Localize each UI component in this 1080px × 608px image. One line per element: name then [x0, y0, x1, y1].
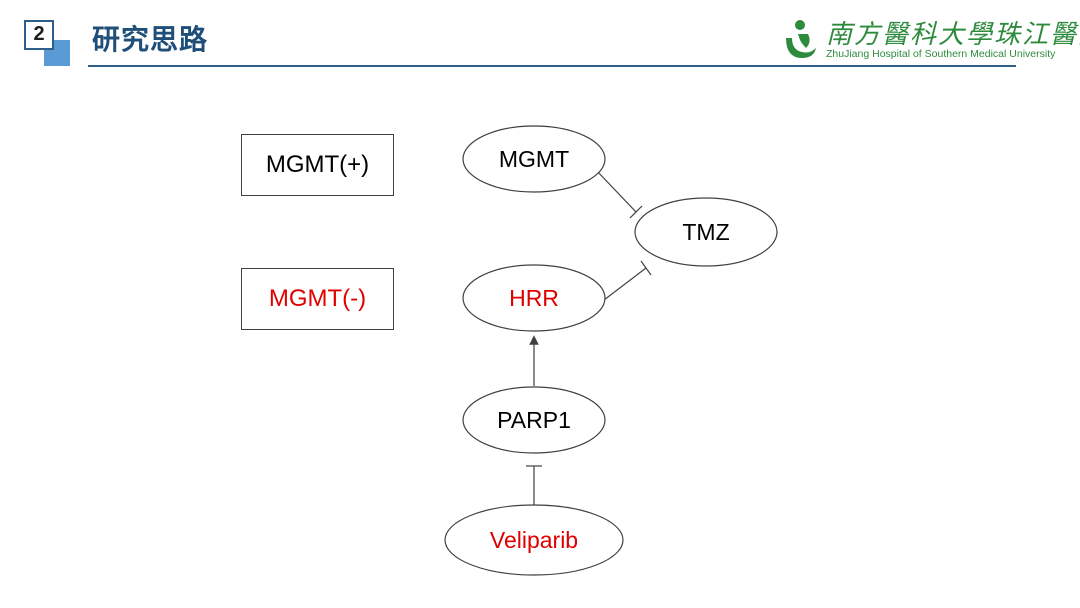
edge-veliparib-parp1 — [526, 465, 542, 506]
node-mgmt-label: MGMT — [499, 146, 569, 172]
node-tmz: TMZ — [634, 197, 778, 267]
node-veliparib: Veliparib — [444, 504, 624, 576]
mgmt-negative-box: MGMT(-) — [241, 268, 394, 330]
node-tmz-label: TMZ — [682, 219, 729, 245]
page-title: 研究思路 — [92, 23, 209, 56]
badge-outline-square — [24, 20, 54, 50]
section-number: 2 — [33, 23, 45, 45]
logo-chinese-name: 南方醫科大學珠江醫院 — [826, 20, 1080, 50]
node-hrr-label: HRR — [509, 285, 559, 311]
hospital-emblem-icon — [786, 20, 816, 58]
header-divider — [88, 65, 1016, 67]
logo-english-name: ZhuJiang Hospital of Southern Medical Un… — [826, 48, 1056, 60]
node-mgmt: MGMT — [462, 125, 606, 193]
hospital-logo: 南方醫科大學珠江醫院 ZhuJiang Hospital of Southern… — [780, 14, 1080, 66]
edge-mgmt-tmz — [595, 169, 643, 219]
section-badge: 2 — [24, 20, 70, 66]
mgmt-positive-box: MGMT(+) — [241, 134, 394, 196]
node-parp1: PARP1 — [462, 386, 606, 454]
node-veliparib-label: Veliparib — [490, 527, 578, 553]
node-hrr: HRR — [462, 264, 606, 332]
node-parp1-label: PARP1 — [497, 407, 571, 433]
edge-hrr-tmz — [603, 260, 652, 301]
